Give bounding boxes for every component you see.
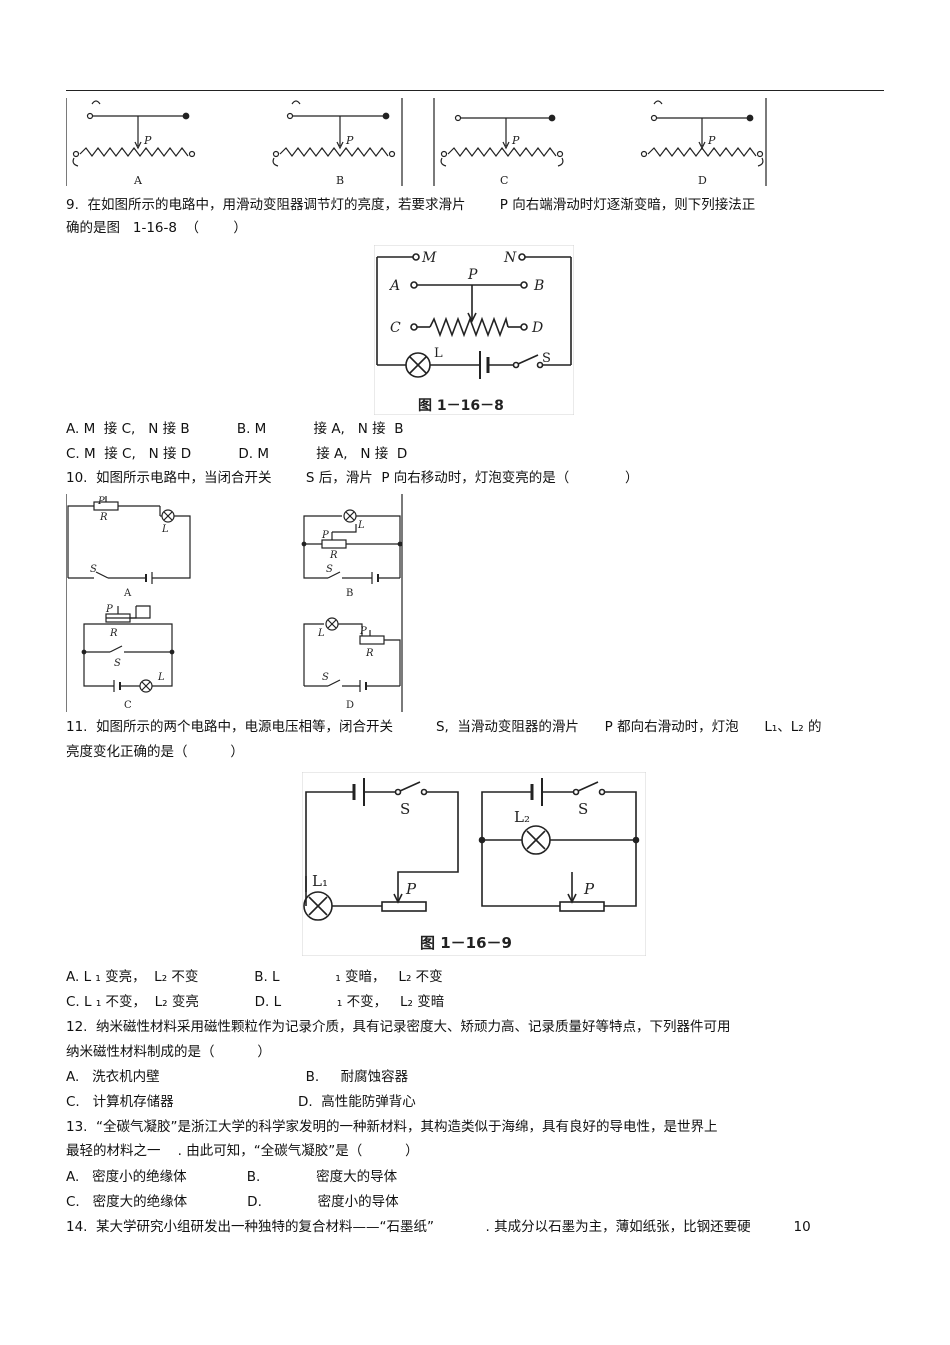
q9-stem-line2: 确的是图 1-16-8 （ ） [66,220,247,236]
lamp-l1-label: L₁ [312,872,328,890]
terminal-a-label: A [388,278,400,294]
q11-stem-line2: 亮度变化正确的是（ ） [66,744,244,760]
a-p-label: P [97,496,105,507]
b-p-label: P [321,530,329,541]
b-l-label: L [357,520,365,531]
c-r-label: R [109,628,118,639]
panel-label-b: B [336,174,344,187]
b-r-label: R [329,550,338,561]
figure-1-16-8: M N A B C D P L S 图 1－16－8 [374,245,574,415]
c-p-label: P [105,604,113,615]
c-l-label: L [157,672,165,683]
lamp-l-label: L [434,346,443,361]
slider-p-label-b: P [345,134,354,147]
b-s-label: S [326,564,333,575]
slider-p-label: P [467,267,478,283]
c-s-label: S [114,658,121,669]
right-switch-s-label: S [578,800,588,818]
slider-p-label-a: P [143,134,152,147]
q14-stem-line1: 14. 某大学研究小组研发出一种独特的复合材料——“石墨纸” . 其成分以石墨为… [66,1219,811,1235]
q13-stem-line2: 最轻的材料之一 . 由此可知，“全碳气凝胶”是（ ） [66,1143,419,1159]
panel-label-c: C [500,174,508,187]
a-s-label: S [90,564,97,575]
left-switch-s-label: S [400,800,410,818]
figure-rheostat-connections: P P P P A B C D [66,98,767,187]
terminal-n-label: N [503,250,517,266]
q11-options-row2: C. L ₁ 不变， L₂ 变亮 D. L ₁ 不变， L₂ 变暗 [66,994,445,1010]
q9-options-row2: C. M 接 C, N 接 D D. M 接 A, N 接 D [66,446,408,462]
left-slider-p-label: P [405,880,417,898]
switch-s-label: S [542,351,551,366]
q10-stem-line1: 10. 如图所示电路中，当闭合开关 S 后，滑片 P 向右移动时，灯泡变亮的是（… [66,470,639,486]
lamp-l2-label: L₂ [514,808,530,826]
terminal-d-label: D [531,320,543,336]
d-s-label: S [322,672,329,683]
d-r-label: R [365,648,374,659]
d-p-label: P [359,626,367,637]
right-slider-p-label: P [583,880,595,898]
q13-stem-line1: 13. “全碳气凝胶”是浙江大学的科学家发明的一种新材料，其构造类似于海绵，具有… [66,1119,718,1135]
figure-caption-1-16-9: 图 1－16－9 [420,934,512,952]
q13-options-row1: A. 密度小的绝缘体 B. 密度大的导体 [66,1169,398,1185]
panel-label-d: D [346,700,354,711]
a-r-label: R [99,512,108,523]
figure-1-16-9: S S P P L₁ L₂ 图 1－16－9 [302,772,646,956]
panel-label-c: C [124,700,132,711]
header-rule [66,90,884,91]
figure-q10-circuits: P R L S P R L S P R S L P R L S A B C D [66,494,403,712]
slider-p-label-d: P [707,134,716,147]
q9-stem-line1: 9. 在如图所示的电路中，用滑动变阻器调节灯的亮度，若要求滑片 P 向右端滑动时… [66,197,756,213]
panel-label-d: D [698,174,707,187]
panel-label-a: A [123,588,132,599]
panel-label-a: A [133,174,143,187]
q12-options-row2: C. 计算机存储器 D. 高性能防弹背心 [66,1094,416,1110]
slider-p-label-c: P [511,134,520,147]
q13-options-row2: C. 密度大的绝缘体 D. 密度小的导体 [66,1194,399,1210]
panel-label-b: B [346,588,353,599]
d-l-label: L [317,628,325,639]
q9-options-row1: A. M 接 C, N 接 B B. M 接 A, N 接 B [66,421,404,437]
a-l-label: L [161,524,169,535]
terminal-c-label: C [390,320,401,336]
q12-stem-line2: 纳米磁性材料制成的是（ ） [66,1044,271,1060]
terminal-b-label: B [533,278,544,294]
q11-options-row1: A. L ₁ 变亮， L₂ 不变 B. L ₁ 变暗， L₂ 不变 [66,969,443,985]
q12-stem-line1: 12. 纳米磁性材料采用磁性颗粒作为记录介质，具有记录密度大、矫顽力高、记录质量… [66,1019,731,1035]
terminal-m-label: M [421,250,437,266]
q12-options-row1: A. 洗衣机内壁 B. 耐腐蚀容器 [66,1069,409,1085]
figure-caption-1-16-8: 图 1－16－8 [418,398,504,414]
q11-stem-line1: 11. 如图所示的两个电路中，电源电压相等，闭合开关 S, 当滑动变阻器的滑片 … [66,719,822,735]
